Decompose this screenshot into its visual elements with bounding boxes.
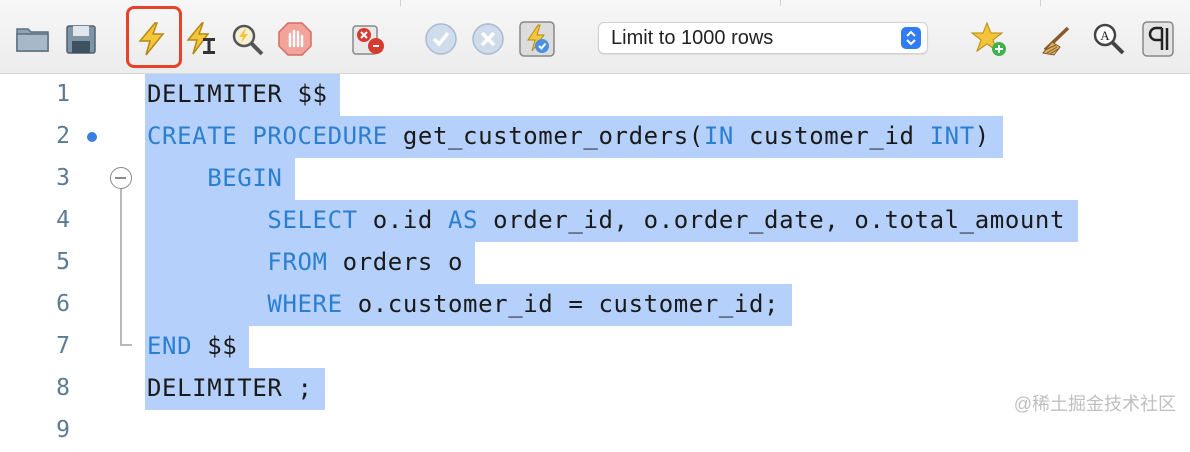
commit-icon[interactable] [422, 20, 460, 58]
code-text: END $$ [147, 332, 237, 360]
selection-highlight [145, 158, 295, 200]
sql-token: o.id [357, 206, 448, 234]
selection-highlight [145, 326, 250, 368]
sql-token: o.customer_id = customer_id; [342, 290, 780, 318]
editor-line[interactable]: 4 SELECT o.id AS order_id, o.order_date,… [0, 200, 1190, 242]
code-text: WHERE o.customer_id = customer_id; [147, 290, 779, 318]
selection-highlight [145, 368, 325, 410]
sql-token [147, 248, 267, 276]
sql-token: get_customer_orders( [387, 122, 704, 150]
toolbar-divider [1040, 0, 1041, 6]
selection-highlight [145, 242, 476, 284]
sql-token: $$ [192, 332, 238, 360]
line-number: 5 [56, 249, 70, 275]
sql-keyword: WHERE [267, 290, 343, 318]
editor-line[interactable]: 5 FROM orders o [0, 242, 1190, 284]
selection-highlight [145, 116, 1003, 158]
folder-icon[interactable] [14, 20, 52, 58]
code-text: FROM orders o [147, 248, 463, 276]
sql-keyword: IN [703, 122, 734, 150]
sql-token [147, 290, 267, 318]
rollback-icon[interactable] [469, 20, 507, 58]
line-number: 6 [56, 291, 70, 317]
sql-editor[interactable]: 1 DELIMITER $$ 2 CREATE PROCEDURE get_custo… [0, 74, 1190, 443]
selection-highlight [145, 200, 1079, 242]
chevron-updown-icon [901, 27, 921, 49]
sql-token: DELIMITER ; [147, 374, 313, 402]
explain-icon[interactable] [228, 20, 266, 58]
sql-keyword: BEGIN [207, 164, 283, 192]
code-text: BEGIN [147, 164, 282, 192]
stop-icon[interactable] [276, 20, 314, 58]
sql-keyword: SELECT [267, 206, 358, 234]
sql-token: customer_id [733, 122, 930, 150]
sql-token: ) [974, 122, 990, 150]
line-number: 9 [56, 417, 70, 443]
code-text: SELECT o.id AS order_id, o.order_date, o… [147, 206, 1065, 234]
sql-token: DELIMITER $$ [147, 80, 328, 108]
sql-token: order_id, o.order_date, o.total_amount [478, 206, 1066, 234]
line-number: 2 [56, 123, 70, 149]
sql-token: orders o [327, 248, 464, 276]
fold-guide [120, 189, 122, 345]
line-number: 3 [56, 165, 70, 191]
editor-line[interactable]: 1 DELIMITER $$ [0, 74, 1190, 116]
code-text: DELIMITER ; [147, 374, 313, 402]
editor-line[interactable]: 3 BEGIN [0, 158, 1190, 200]
editor-line[interactable]: 6 WHERE o.customer_id = customer_id; [0, 284, 1190, 326]
sql-token [147, 206, 267, 234]
sql-keyword: END [147, 332, 193, 360]
toolbar: Limit to 1000 rows A [0, 0, 1190, 74]
fold-toggle-icon[interactable] [110, 167, 132, 189]
sql-keyword: CREATE PROCEDURE [147, 122, 388, 150]
watermark: @稀土掘金技术社区 [1013, 394, 1176, 414]
sql-keyword: INT [929, 122, 975, 150]
line-number: 1 [56, 81, 70, 107]
line-number: 8 [56, 375, 70, 401]
sql-keyword: AS [448, 206, 479, 234]
selection-highlight [145, 74, 340, 116]
invisibles-icon[interactable] [1140, 20, 1178, 58]
toolbar-divider [780, 0, 781, 6]
sql-keyword: FROM [267, 248, 328, 276]
line-number: 4 [56, 207, 70, 233]
fold-guide-end [120, 344, 132, 346]
limit-rows-select[interactable]: Limit to 1000 rows [598, 22, 928, 54]
find-icon[interactable]: A [1090, 20, 1128, 58]
code-text: DELIMITER $$ [147, 80, 328, 108]
stop-on-error-icon[interactable] [350, 20, 388, 58]
editor-line[interactable]: 9 [0, 410, 1190, 452]
execute-highlight [126, 6, 182, 68]
breakpoint-dot[interactable] [87, 132, 97, 142]
execute-current-icon[interactable] [183, 20, 221, 58]
sql-token [147, 164, 207, 192]
toolbar-divider [400, 0, 401, 6]
beautify-icon[interactable] [1040, 20, 1078, 58]
line-number: 7 [56, 333, 70, 359]
execute-icon[interactable] [133, 20, 171, 58]
code-text: CREATE PROCEDURE get_customer_orders(IN … [147, 122, 990, 150]
editor-line[interactable]: 8 DELIMITER ; [0, 368, 1190, 410]
svg-text:A: A [1100, 28, 1110, 43]
selection-highlight [145, 284, 792, 326]
save-icon[interactable] [62, 20, 100, 58]
autocommit-icon[interactable] [518, 20, 556, 58]
add-snippet-icon[interactable] [970, 20, 1008, 58]
editor-line[interactable]: 7 END $$ [0, 326, 1190, 368]
limit-rows-label: Limit to 1000 rows [611, 27, 774, 49]
